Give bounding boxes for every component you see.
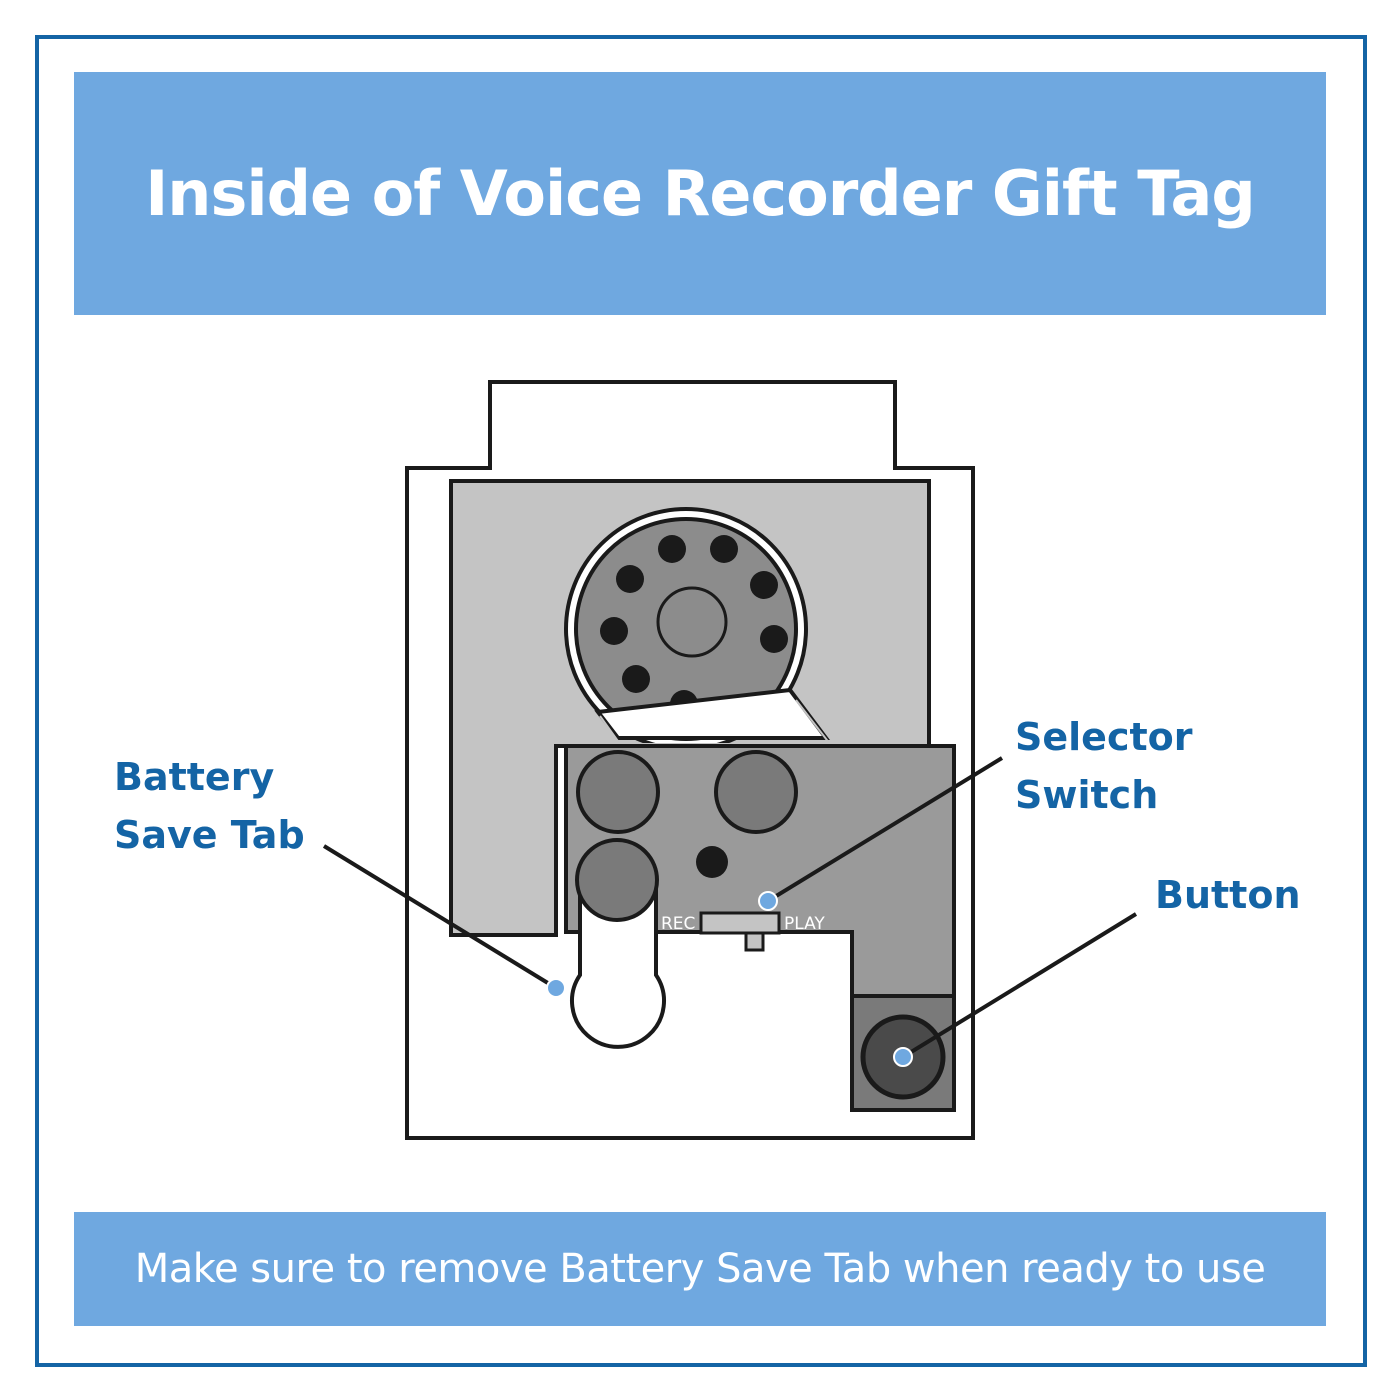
label-line: Switch bbox=[1015, 773, 1159, 817]
title-banner: Inside of Voice Recorder Gift Tag bbox=[74, 72, 1326, 315]
selector-switch-label: Selector Switch bbox=[1015, 708, 1192, 824]
selector-switch[interactable] bbox=[699, 911, 781, 935]
selector-switch-knob[interactable] bbox=[744, 931, 765, 952]
outer-frame bbox=[35, 35, 1367, 1367]
speaker-hole bbox=[750, 571, 778, 599]
switch-rec-label: REC bbox=[661, 914, 695, 934]
speaker-hole bbox=[760, 625, 788, 653]
page-title: Inside of Voice Recorder Gift Tag bbox=[145, 157, 1256, 230]
battery-save-tab[interactable] bbox=[570, 880, 666, 1049]
battery-callout-dot bbox=[546, 978, 566, 998]
battery-cell bbox=[576, 750, 660, 834]
battery-cell bbox=[575, 838, 659, 922]
footer-banner: Make sure to remove Battery Save Tab whe… bbox=[74, 1212, 1326, 1326]
speaker-hole bbox=[616, 565, 644, 593]
label-line: Selector bbox=[1015, 715, 1193, 759]
speaker-hole bbox=[600, 617, 628, 645]
microphone bbox=[696, 846, 728, 878]
battery-callout-line bbox=[322, 844, 558, 990]
footer-note: Make sure to remove Battery Save Tab whe… bbox=[134, 1246, 1266, 1292]
label-line: Button bbox=[1155, 873, 1301, 917]
speaker-center bbox=[656, 586, 728, 658]
speaker-hole bbox=[622, 665, 650, 693]
speaker-hole bbox=[658, 535, 686, 563]
battery-save-tab-label: Battery Save Tab bbox=[114, 748, 305, 864]
selector-callout-line bbox=[766, 756, 1004, 903]
switch-play-label: PLAY bbox=[784, 914, 825, 934]
speaker bbox=[564, 507, 808, 751]
button-callout-dot bbox=[893, 1047, 913, 1067]
speaker-hole bbox=[710, 535, 738, 563]
label-line: Battery bbox=[114, 755, 275, 799]
button-callout-line bbox=[901, 912, 1138, 1059]
button-label: Button bbox=[1155, 866, 1301, 924]
selector-callout-dot bbox=[758, 891, 778, 911]
battery-cell bbox=[714, 750, 798, 834]
label-line: Save Tab bbox=[114, 813, 305, 857]
